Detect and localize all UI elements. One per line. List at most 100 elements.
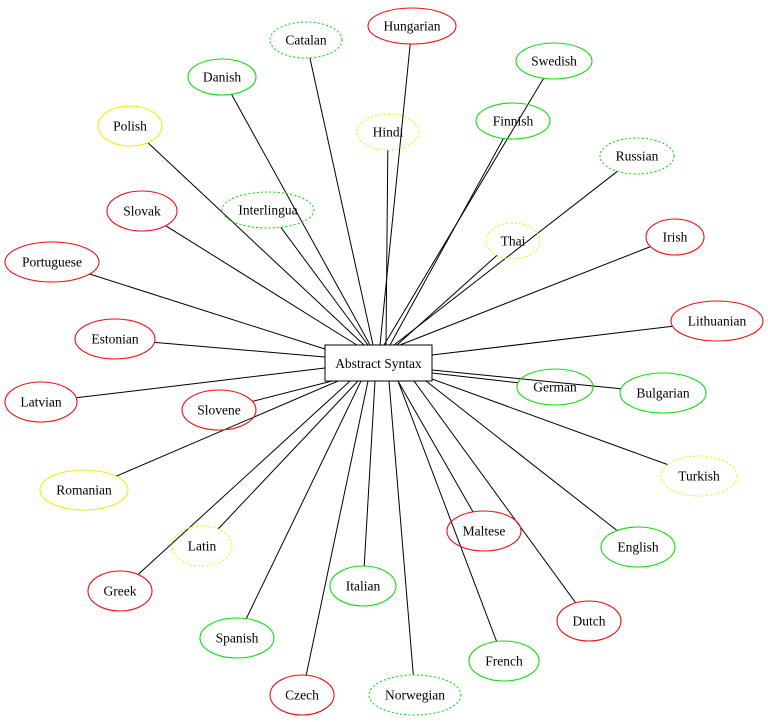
node-label-swedish: Swedish xyxy=(531,54,577,69)
edge-greek xyxy=(137,380,351,575)
node-romanian: Romanian xyxy=(39,469,129,511)
edge-bulgarian xyxy=(431,369,622,390)
node-finnish: Finnish xyxy=(475,102,551,140)
node-ellipse-catalan xyxy=(269,21,343,59)
node-catalan: Catalan xyxy=(269,21,343,59)
node-estonian: Estonian xyxy=(74,318,156,360)
edge-german xyxy=(431,372,519,384)
edge-interlingua xyxy=(280,227,369,346)
node-label-finnish: Finnish xyxy=(493,114,534,129)
center-label: Abstract Syntax xyxy=(335,356,422,371)
node-ellipse-latvian xyxy=(4,381,78,423)
node-ellipse-italian xyxy=(329,565,397,607)
node-label-italian: Italian xyxy=(346,579,381,594)
node-hungarian: Hungarian xyxy=(367,7,457,45)
node-ellipse-hindi xyxy=(356,113,420,151)
edge-romanian xyxy=(115,380,339,477)
edge-catalan xyxy=(309,57,374,346)
node-label-lithuanian: Lithuanian xyxy=(688,314,747,329)
node-ellipse-swedish xyxy=(515,42,593,80)
node-ellipse-danish xyxy=(187,58,257,96)
node-label-dutch: Dutch xyxy=(573,614,606,629)
node-label-norwegian: Norwegian xyxy=(385,688,445,703)
node-ellipse-thai xyxy=(485,222,541,260)
edge-czech xyxy=(305,380,369,676)
node-label-czech: Czech xyxy=(285,688,319,703)
edges-layer xyxy=(76,43,673,676)
node-label-bulgarian: Bulgarian xyxy=(636,386,689,401)
node-ellipse-finnish xyxy=(475,102,551,140)
node-maltese: Maltese xyxy=(446,510,522,552)
center-node: Abstract Syntax xyxy=(324,344,433,382)
edge-english xyxy=(425,380,618,531)
node-label-spanish: Spanish xyxy=(216,631,259,646)
node-ellipse-turkish xyxy=(660,455,738,497)
edge-portuguese xyxy=(89,273,329,351)
edge-latvian xyxy=(76,367,326,399)
edge-lithuanian xyxy=(431,325,673,356)
node-label-polish: Polish xyxy=(113,119,147,134)
edge-spanish xyxy=(245,380,362,619)
node-dutch: Dutch xyxy=(556,600,622,642)
node-swedish: Swedish xyxy=(515,42,593,80)
node-lithuanian: Lithuanian xyxy=(670,300,764,342)
node-french: French xyxy=(468,640,540,682)
node-label-english: English xyxy=(617,540,659,555)
node-label-irish: Irish xyxy=(663,230,688,245)
node-hindi: Hindi xyxy=(356,113,420,151)
node-label-maltese: Maltese xyxy=(463,524,506,539)
edge-maltese xyxy=(397,380,474,513)
node-english: English xyxy=(600,526,676,568)
edge-slovene xyxy=(252,380,333,402)
node-label-romanian: Romanian xyxy=(56,483,112,498)
node-ellipse-interlingua xyxy=(221,191,315,229)
node-label-interlingua: Interlingua xyxy=(238,203,297,218)
node-czech: Czech xyxy=(269,674,335,716)
node-ellipse-greek xyxy=(87,570,153,612)
edge-latin xyxy=(217,380,359,530)
node-label-portuguese: Portuguese xyxy=(22,255,82,270)
node-label-german: German xyxy=(533,380,577,395)
node-ellipse-latin xyxy=(171,525,233,567)
node-ellipse-english xyxy=(600,526,676,568)
edge-norwegian xyxy=(388,380,414,676)
node-ellipse-spanish xyxy=(199,617,275,659)
node-latin: Latin xyxy=(171,525,233,567)
node-interlingua: Interlingua xyxy=(221,191,315,229)
node-polish: Polish xyxy=(97,105,163,147)
edge-hungarian xyxy=(379,43,411,346)
node-label-estonian: Estonian xyxy=(91,332,138,347)
node-norwegian: Norwegian xyxy=(368,674,462,716)
node-latvian: Latvian xyxy=(4,381,78,423)
edge-finnish xyxy=(389,138,504,346)
node-ellipse-norwegian xyxy=(368,674,462,716)
edge-turkish xyxy=(431,378,668,466)
edge-estonian xyxy=(154,341,326,358)
node-thai: Thai xyxy=(485,222,541,260)
edge-french xyxy=(397,380,498,642)
edge-polish xyxy=(147,142,365,346)
node-label-thai: Thai xyxy=(501,234,526,249)
node-ellipse-czech xyxy=(269,674,335,716)
node-label-catalan: Catalan xyxy=(285,33,326,48)
node-label-hungarian: Hungarian xyxy=(384,19,441,34)
edge-danish xyxy=(231,94,371,346)
node-ellipse-german xyxy=(516,368,594,406)
node-german: German xyxy=(516,368,594,406)
node-greek: Greek xyxy=(87,570,153,612)
node-spanish: Spanish xyxy=(199,617,275,659)
node-ellipse-romanian xyxy=(39,469,129,511)
node-label-turkish: Turkish xyxy=(678,469,720,484)
node-ellipse-dutch xyxy=(556,600,622,642)
node-label-hindi: Hindi xyxy=(373,125,404,140)
node-label-danish: Danish xyxy=(203,70,241,85)
node-ellipse-irish xyxy=(645,218,705,256)
node-ellipse-slovene xyxy=(181,389,257,431)
node-ellipse-maltese xyxy=(446,510,522,552)
node-label-russian: Russian xyxy=(616,149,659,164)
node-label-latin: Latin xyxy=(188,539,217,554)
node-ellipse-polish xyxy=(97,105,163,147)
node-slovak: Slovak xyxy=(106,190,178,232)
node-label-greek: Greek xyxy=(104,584,137,599)
